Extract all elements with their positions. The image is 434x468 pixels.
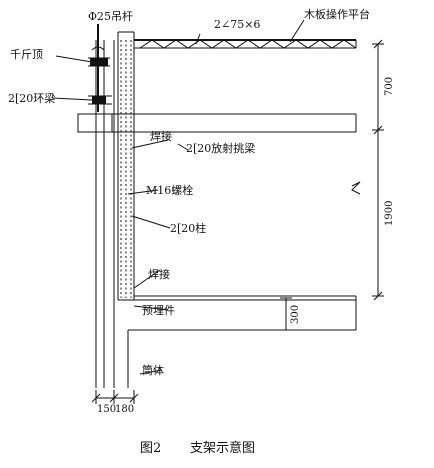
- radial-cantilever-beam: [77, 113, 357, 133]
- dim-base-right: 180: [115, 404, 134, 415]
- weld-bottom-label: 焊接: [148, 267, 170, 281]
- wall-label: 筒体: [142, 363, 164, 377]
- platform-truss: [134, 39, 357, 49]
- jack-block: [90, 58, 108, 66]
- leader-lines: [51, 19, 305, 375]
- angle-label: 2∠75×6: [214, 18, 260, 31]
- weld-top-label: 焊接: [150, 129, 172, 143]
- wall-structure: [95, 31, 356, 388]
- caption-title: 支架示意图: [190, 440, 255, 456]
- ring-beam-block: [92, 96, 106, 104]
- caption-number: 图2: [140, 441, 161, 456]
- embedded-label: 预埋件: [142, 304, 175, 317]
- dim-top: 700: [384, 77, 395, 96]
- rod-label: Φ25吊杆: [88, 9, 133, 23]
- radial-beam-label: 2[20放射挑梁: [186, 141, 255, 155]
- jack-label: 千斤顶: [10, 48, 43, 61]
- right-dimensions: [280, 39, 384, 331]
- column-label: 2[20柱: [170, 221, 206, 235]
- hanger-rod: [88, 24, 112, 112]
- beam-end-plate: [77, 113, 113, 133]
- dim-base-left: 150: [97, 404, 116, 415]
- dim-middle: 1900: [384, 201, 395, 226]
- base-dimension: [91, 390, 139, 404]
- lower-beam: [118, 295, 357, 330]
- ring-beam-label: 2[20环梁: [8, 91, 55, 105]
- platform-label: 木板操作平台: [304, 7, 370, 21]
- column-2c20: [120, 40, 132, 298]
- dim-bottom: 300: [290, 305, 301, 324]
- bolt-label: M16螺栓: [146, 183, 193, 197]
